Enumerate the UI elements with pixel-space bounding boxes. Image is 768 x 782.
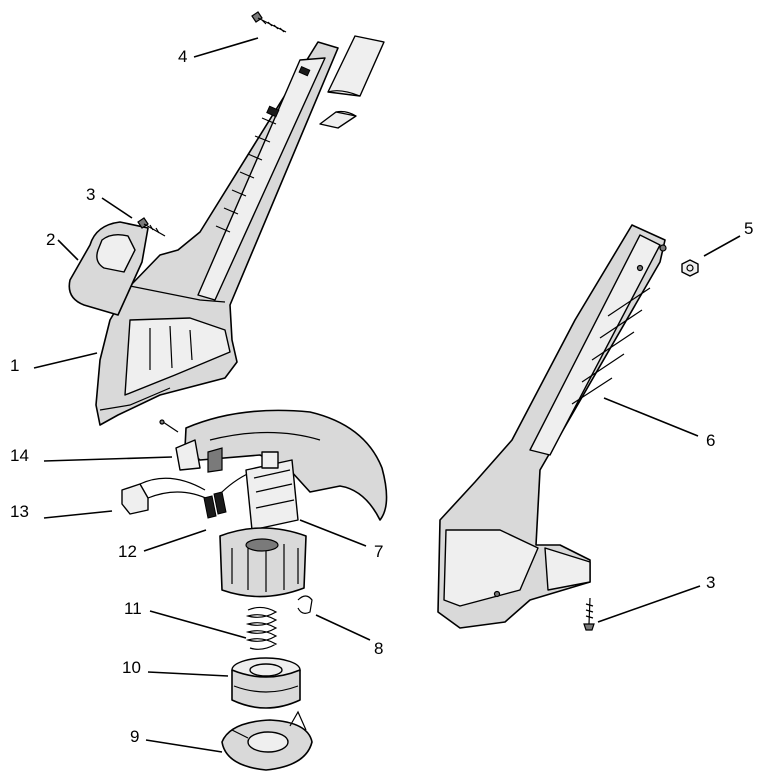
leader-8: [315, 614, 371, 641]
callout-6: 6: [706, 431, 715, 450]
leader-2: [57, 239, 79, 261]
callout-14: 14: [10, 446, 29, 465]
callout-2: 2: [46, 230, 55, 249]
leader-7: [299, 519, 367, 547]
callout-labels: 1 2 3 3 4 5 6 7 8 9 10 11 12 13 14: [10, 47, 753, 746]
spring-clip: [297, 595, 313, 614]
callout-9: 9: [130, 727, 139, 746]
leader-10: [147, 671, 229, 677]
leader-5: [703, 235, 741, 257]
callout-10: 10: [122, 658, 141, 677]
coil-spring: [245, 606, 278, 650]
leader-9: [145, 739, 223, 753]
callout-13: 13: [10, 502, 29, 521]
leader-6: [603, 397, 699, 437]
leader-4: [193, 37, 259, 58]
leader-12: [143, 529, 207, 552]
callout-4: 4: [178, 47, 187, 66]
leader-lines: [33, 37, 741, 753]
screw-left: [137, 217, 166, 237]
wire-terminals: [203, 467, 263, 519]
callout-1: 1: [10, 356, 19, 375]
right-housing-half: [437, 224, 667, 629]
leader-3b: [597, 585, 701, 623]
spool: [231, 657, 301, 709]
callout-3-right: 3: [706, 573, 715, 592]
callout-5: 5: [744, 219, 753, 238]
callout-12: 12: [118, 542, 137, 561]
leader-1: [33, 352, 98, 369]
upper-shaft-tube: [319, 35, 385, 129]
screw-right: [583, 597, 595, 631]
callout-11: 11: [124, 599, 142, 618]
hex-nut: [681, 259, 699, 277]
leader-3a: [101, 197, 133, 219]
callout-7: 7: [374, 542, 383, 561]
leader-14: [43, 456, 173, 462]
switch-cover: [68, 221, 149, 316]
screw-top: [251, 11, 287, 33]
left-housing-half: [95, 41, 339, 426]
connector-block: [121, 477, 211, 515]
leader-13: [43, 510, 113, 519]
callout-3-left: 3: [86, 185, 95, 204]
callout-8: 8: [374, 639, 383, 658]
leader-11: [149, 610, 247, 639]
motor: [219, 451, 307, 598]
spool-cap: [221, 710, 313, 771]
